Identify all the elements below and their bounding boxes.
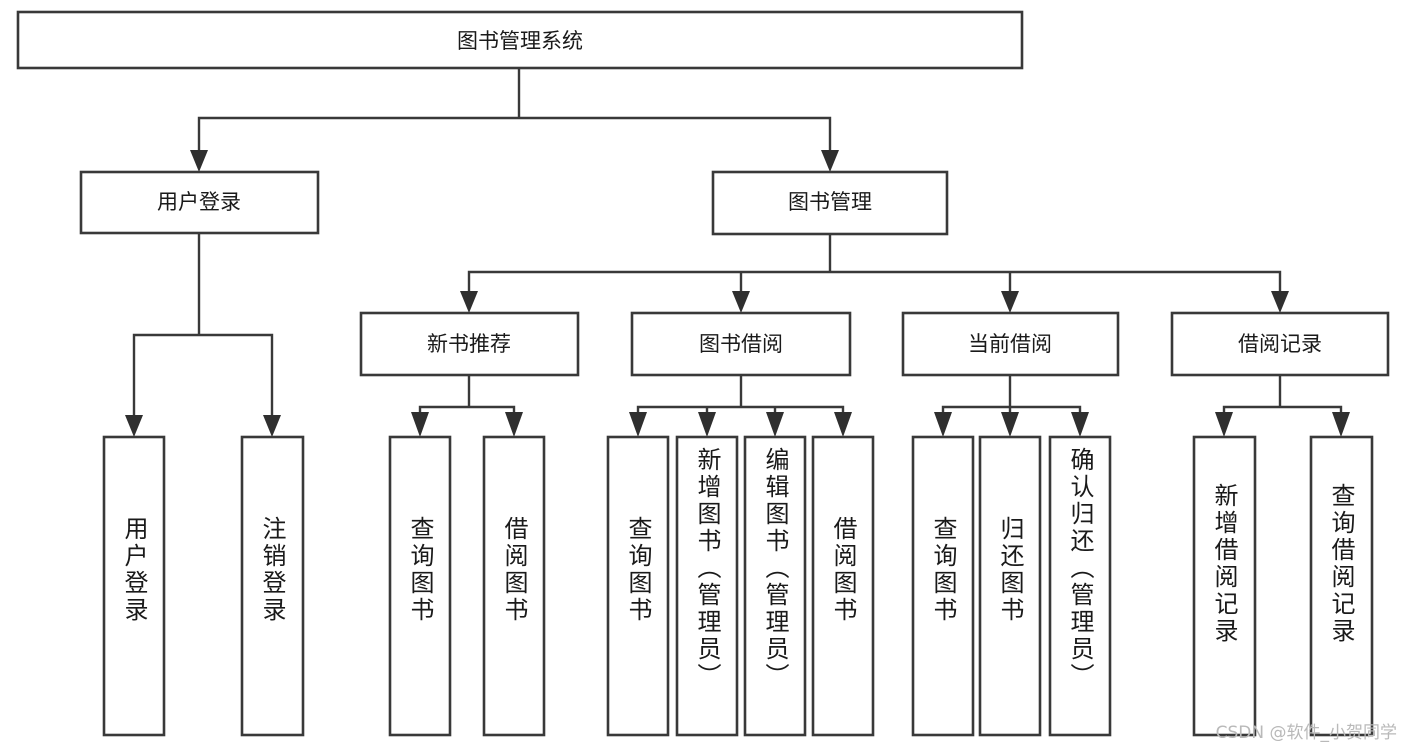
node-leaf-records-query-box[interactable] <box>1309 435 1374 737</box>
arrow-to-leaf-borrow-edit <box>766 412 784 437</box>
node-leaf-records-query[interactable]: 查询借阅记录 <box>1309 435 1374 737</box>
node-leaf-newbook-borrow-box[interactable] <box>482 435 546 737</box>
node-bookmgmt-label: 图书管理 <box>788 190 872 214</box>
node-leaf-user-logout-box[interactable] <box>240 435 305 737</box>
node-root-label: 图书管理系统 <box>457 29 583 53</box>
node-login[interactable]: 用户登录 <box>79 170 320 235</box>
node-leaf-newbook-query-label: 查询图书 <box>406 516 434 624</box>
connector-bookmgmt-to-level2 <box>467 233 1282 302</box>
node-leaf-current-query-box[interactable] <box>911 435 975 737</box>
node-leaf-records-query-label: 查询借阅记录 <box>1327 483 1355 645</box>
node-leaf-borrow-lend[interactable]: 借阅图书 <box>811 435 875 737</box>
node-records-box[interactable] <box>1170 311 1390 377</box>
arrow-to-leaf-records-add <box>1215 412 1233 437</box>
node-leaf-user-logout-label: 注销登录 <box>258 516 286 624</box>
arrow-to-leaf-current-confirm <box>1071 412 1089 437</box>
node-leaf-current-query[interactable]: 查询图书 <box>911 435 975 737</box>
arrow-to-leaf-borrow-lend <box>834 412 852 437</box>
arrow-to-leaf-user-logout <box>263 415 281 437</box>
node-bookmgmt-box[interactable] <box>711 170 949 236</box>
node-leaf-current-return-box[interactable] <box>978 435 1042 737</box>
node-records-label: 借阅记录 <box>1238 332 1322 356</box>
node-current-label: 当前借阅 <box>968 332 1052 356</box>
node-leaf-borrow-add[interactable]: 新增图书（管理员） <box>675 435 739 737</box>
arrow-to-leaf-current-query <box>934 412 952 437</box>
arrow-to-leaf-newbook-borrow <box>505 412 523 437</box>
node-leaf-newbook-borrow[interactable]: 借阅图书 <box>482 435 546 737</box>
node-leaf-borrow-edit-label: 编辑图书（管理员） <box>761 447 789 690</box>
connector-borrow-to-leaves <box>636 373 845 427</box>
arrow-to-leaf-newbook-query <box>411 412 429 437</box>
connector-newbook-to-leaves <box>418 373 516 427</box>
node-leaf-user-login-box[interactable] <box>102 435 166 737</box>
node-root[interactable]: 图书管理系统 <box>16 10 1024 70</box>
arrow-to-leaf-user-login <box>125 415 143 437</box>
node-newbook-label: 新书推荐 <box>427 332 511 356</box>
node-login-label: 用户登录 <box>157 190 241 214</box>
arrow-to-bookmgmt <box>821 150 839 172</box>
node-leaf-newbook-query[interactable]: 查询图书 <box>388 435 452 737</box>
node-newbook[interactable]: 新书推荐 <box>359 311 580 377</box>
arrow-to-leaf-borrow-add <box>698 412 716 437</box>
node-leaf-borrow-query-label: 查询图书 <box>624 516 652 624</box>
node-leaf-newbook-query-box[interactable] <box>388 435 452 737</box>
node-leaf-user-login-label: 用户登录 <box>120 516 148 624</box>
node-leaf-borrow-query-box[interactable] <box>606 435 670 737</box>
arrow-to-login <box>190 150 208 172</box>
node-leaf-current-confirm[interactable]: 确认归还（管理员） <box>1048 435 1112 737</box>
node-leaf-current-confirm-box[interactable] <box>1048 435 1112 737</box>
arrow-to-leaf-current-return <box>1001 412 1019 437</box>
node-leaf-borrow-edit-box[interactable] <box>743 435 807 737</box>
connector-login-to-leaves <box>132 231 274 427</box>
node-borrow[interactable]: 图书借阅 <box>630 311 852 377</box>
node-current[interactable]: 当前借阅 <box>901 311 1120 377</box>
connector-records-to-leaves <box>1222 373 1343 427</box>
node-leaf-borrow-edit[interactable]: 编辑图书（管理员） <box>743 435 807 737</box>
connectors-group <box>125 66 1350 437</box>
node-leaf-borrow-lend-label: 借阅图书 <box>829 516 857 624</box>
node-leaf-newbook-borrow-label: 借阅图书 <box>500 516 528 624</box>
node-root-box[interactable] <box>16 10 1024 70</box>
arrow-to-borrow <box>732 291 750 313</box>
node-leaf-current-query-label: 查询图书 <box>929 516 957 624</box>
arrow-to-records <box>1271 291 1289 313</box>
node-leaf-records-add[interactable]: 新增借阅记录 <box>1192 435 1257 737</box>
node-leaf-records-add-label: 新增借阅记录 <box>1210 483 1238 645</box>
node-borrow-label: 图书借阅 <box>699 332 783 356</box>
node-newbook-box[interactable] <box>359 311 580 377</box>
node-leaf-records-add-box[interactable] <box>1192 435 1257 737</box>
node-leaf-current-return-label: 归还图书 <box>996 516 1024 624</box>
node-leaf-borrow-add-label: 新增图书（管理员） <box>693 447 721 690</box>
node-records[interactable]: 借阅记录 <box>1170 311 1390 377</box>
node-current-box[interactable] <box>901 311 1120 377</box>
node-leaf-borrow-add-box[interactable] <box>675 435 739 737</box>
node-borrow-box[interactable] <box>630 311 852 377</box>
node-leaf-current-return[interactable]: 归还图书 <box>978 435 1042 737</box>
csdn-watermark: CSDN @软件_小贺同学 <box>1215 723 1397 743</box>
node-bookmgmt[interactable]: 图书管理 <box>711 170 949 236</box>
node-leaf-user-logout[interactable]: 注销登录 <box>240 435 305 737</box>
arrow-to-leaf-borrow-query <box>629 412 647 437</box>
arrow-to-newbook <box>460 291 478 313</box>
node-leaf-user-login[interactable]: 用户登录 <box>102 435 166 737</box>
node-leaf-borrow-query[interactable]: 查询图书 <box>606 435 670 737</box>
node-leaf-current-confirm-label: 确认归还（管理员） <box>1066 447 1094 690</box>
node-leaf-borrow-lend-box[interactable] <box>811 435 875 737</box>
connector-root-to-level1 <box>197 66 832 162</box>
arrow-to-leaf-records-query <box>1332 412 1350 437</box>
node-login-box[interactable] <box>79 170 320 235</box>
arrow-to-current <box>1001 291 1019 313</box>
